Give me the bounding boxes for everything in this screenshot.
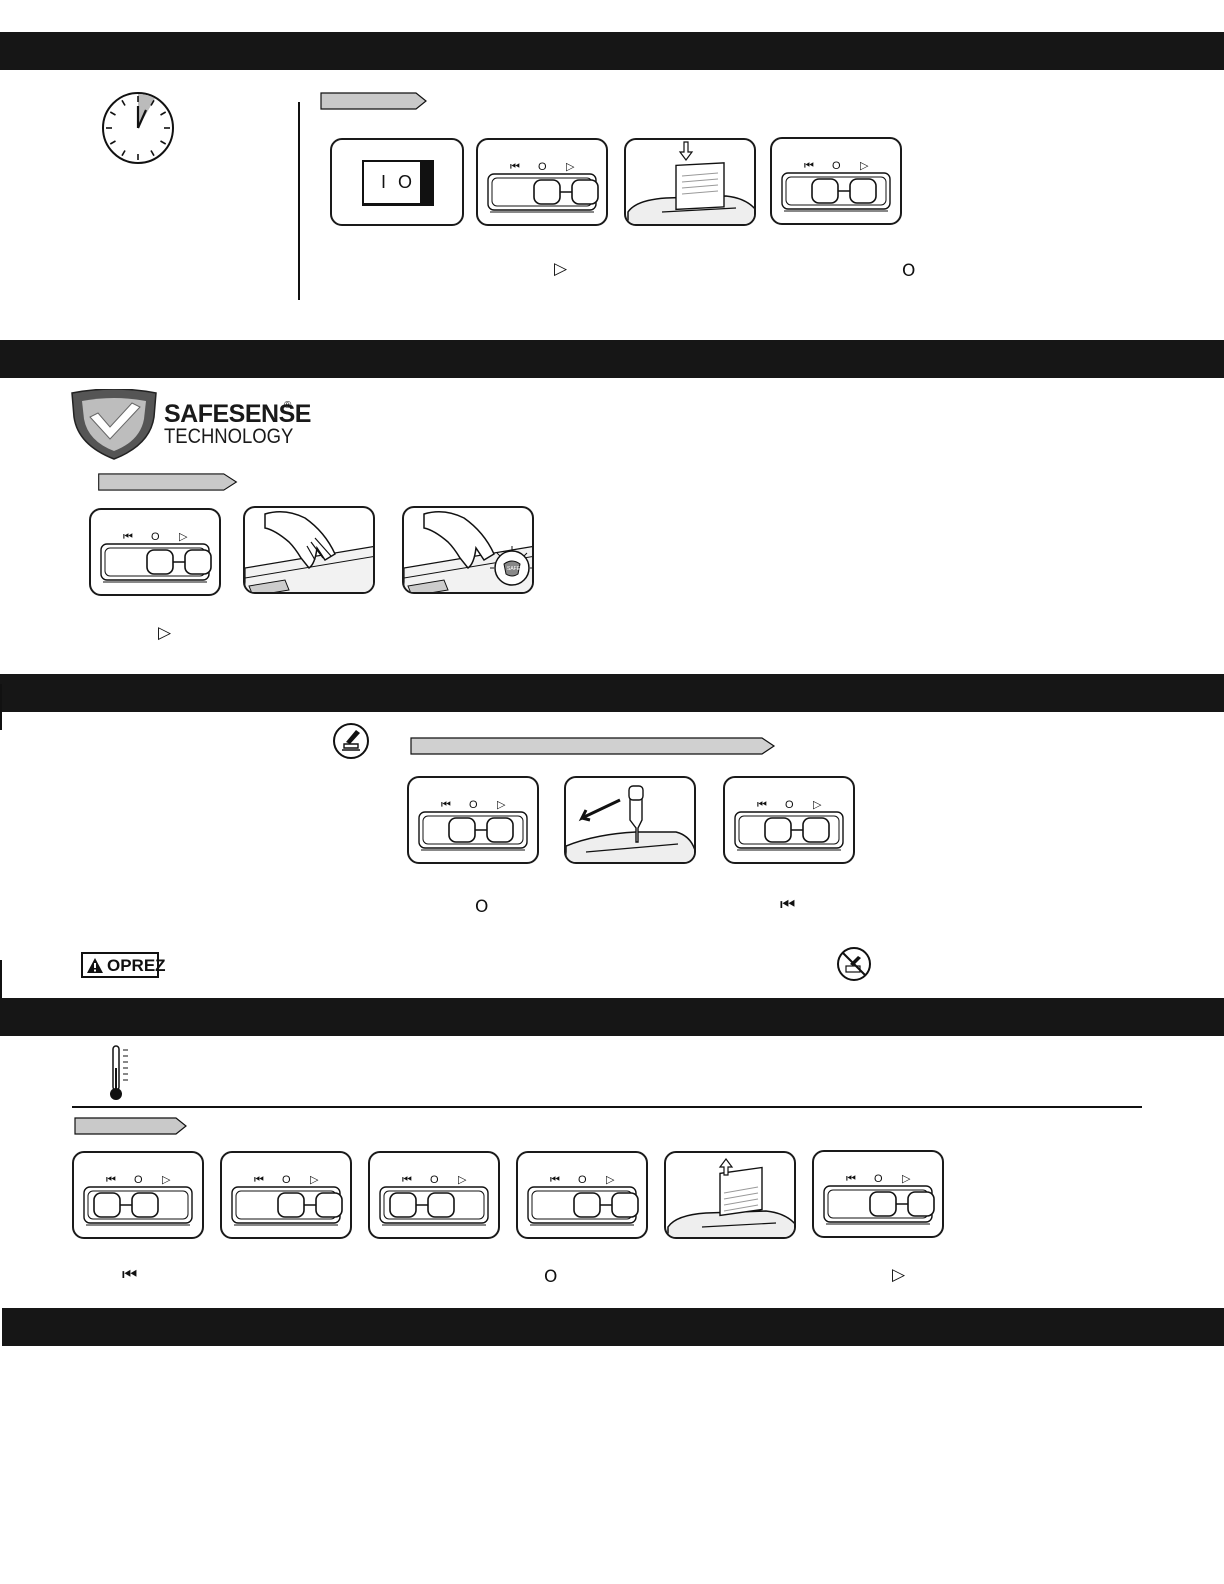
switch-off-label: O (538, 161, 547, 173)
switch-off-label: O (874, 1173, 883, 1185)
clock-icon (102, 92, 174, 164)
step-tag-1 (320, 92, 427, 110)
switch-reverse-label: ⏮ (510, 160, 520, 173)
oil-feed-illustration (566, 785, 694, 862)
section-bar-5 (2, 1308, 1224, 1346)
switch-off-label: O (282, 1174, 291, 1186)
step-tag-2 (98, 473, 238, 491)
switch-auto-label: ▷ (310, 1173, 319, 1186)
switch-reverse-label: ⏮ (402, 1173, 412, 1186)
switch-off-label: O (785, 799, 794, 811)
safesense-brand: SAFESENSE (164, 400, 311, 428)
no-aerosol-icon (837, 947, 871, 981)
power-on-mark: I (381, 172, 387, 192)
sensor-badge-text: SAFE (507, 566, 521, 572)
switch-reverse-label: ⏮ (106, 1173, 116, 1186)
thermometer-icon (110, 1045, 128, 1100)
oil-can-icon (333, 723, 369, 759)
switch-auto-label: ▷ (902, 1172, 911, 1185)
feed-paper-illustration (627, 141, 754, 224)
panel-power-switch: I O (330, 138, 464, 226)
panel-remove-paper (664, 1151, 796, 1239)
left-margin-mark-2 (0, 960, 2, 998)
panel-switch-off-3: ⏮ O ▷ (407, 776, 539, 864)
switch-reverse-label: ⏮ (846, 1172, 856, 1185)
switch-off-label: O (430, 1174, 439, 1186)
switch-auto-label: ▷ (179, 530, 188, 543)
switch-illustration: ⏮ O ▷ (823, 1172, 935, 1225)
safesense-shield-icon (71, 389, 157, 460)
safesense-technology: TECHNOLOGY (164, 425, 294, 448)
remove-paper-illustration (667, 1158, 794, 1237)
caption-off-symbol: O (902, 261, 916, 281)
switch-illustration: ⏮ O ▷ (83, 1173, 193, 1226)
power-switch: I O (362, 160, 434, 206)
switch-illustration: ⏮ O ▷ (734, 798, 844, 851)
switch-reverse-label: ⏮ (804, 159, 814, 172)
switch-auto-label: ▷ (860, 159, 869, 172)
panel-hand-near (243, 506, 375, 594)
switch-reverse-label: ⏮ (123, 530, 133, 543)
switch-off-label: O (832, 160, 841, 172)
panel-switch-auto: ⏮ O ▷ (476, 138, 608, 226)
switch-reverse-label: ⏮ (254, 1173, 264, 1186)
switch-auto-label: ▷ (497, 798, 506, 811)
section-bar-3 (0, 674, 1224, 712)
switch-reverse-label: ⏮ (757, 798, 767, 811)
caption-auto-symbol-5: ▷ (892, 1265, 906, 1285)
panel-switch-reverse-3: ⏮ O ▷ (723, 776, 855, 864)
panel-switch-reverse-4: ⏮ O ▷ (72, 1151, 204, 1239)
caption-off-symbol-3: O (475, 897, 489, 917)
panel-oil-feed (564, 776, 696, 864)
switch-off-label: O (134, 1174, 143, 1186)
switch-auto-label: ▷ (458, 1173, 467, 1186)
caption-reverse-symbol-5: ⏮ (122, 1265, 138, 1285)
section-bar-4 (0, 998, 1224, 1036)
switch-off-label: O (578, 1174, 587, 1186)
section-bar-1 (0, 32, 1224, 70)
registered-mark: ® (284, 400, 292, 411)
power-off-mark: O (398, 172, 413, 192)
switch-illustration: ⏮ O ▷ (418, 798, 528, 851)
switch-illustration: ⏮ O ▷ (527, 1173, 639, 1226)
caption-reverse-symbol-3: ⏮ (780, 895, 796, 915)
step-tag-4 (74, 1117, 187, 1135)
panel-switch-reverse-4b: ⏮ O ▷ (368, 1151, 500, 1239)
step-tag-3 (410, 737, 776, 755)
panel-switch-auto-4c: ⏮ O ▷ (812, 1150, 944, 1238)
panel-switch-off: ⏮ O ▷ (770, 137, 902, 225)
warning-triangle-icon (87, 958, 103, 973)
hand-near-illustration (245, 511, 373, 592)
caption-off-symbol-5: O (544, 1267, 558, 1287)
switch-reverse-label: ⏮ (441, 798, 451, 811)
switch-illustration: ⏮ O ▷ (487, 160, 599, 213)
left-margin-mark (0, 684, 2, 730)
switch-illustration: ⏮ O ▷ (379, 1173, 489, 1226)
panel-switch-auto-4: ⏮ O ▷ (220, 1151, 352, 1239)
switch-illustration: ⏮ O ▷ (100, 530, 212, 583)
switch-auto-label: ▷ (566, 160, 575, 173)
panel-feed-paper (624, 138, 756, 226)
switch-off-label: O (151, 531, 160, 543)
panel-switch-auto-4b: ⏮ O ▷ (516, 1151, 648, 1239)
switch-reverse-label: ⏮ (550, 1173, 560, 1186)
caption-auto-symbol-2: ▷ (158, 623, 172, 643)
section-rule (72, 1106, 1142, 1108)
warning-label: OPREZ (107, 956, 166, 975)
panel-switch-auto-2: ⏮ O ▷ (89, 508, 221, 596)
switch-auto-label: ▷ (813, 798, 822, 811)
section-bar-2 (0, 340, 1224, 378)
switch-illustration: ⏮ O ▷ (781, 159, 891, 212)
warning-badge: OPREZ (81, 952, 166, 978)
panel-hand-sensor: SAFE (402, 506, 534, 594)
switch-auto-label: ▷ (162, 1173, 171, 1186)
hand-sensor-illustration: SAFE (404, 511, 532, 592)
switch-off-label: O (469, 799, 478, 811)
switch-auto-label: ▷ (606, 1173, 615, 1186)
caption-auto-symbol: ▷ (554, 259, 568, 279)
switch-illustration: ⏮ O ▷ (231, 1173, 343, 1226)
vertical-divider (298, 102, 300, 300)
